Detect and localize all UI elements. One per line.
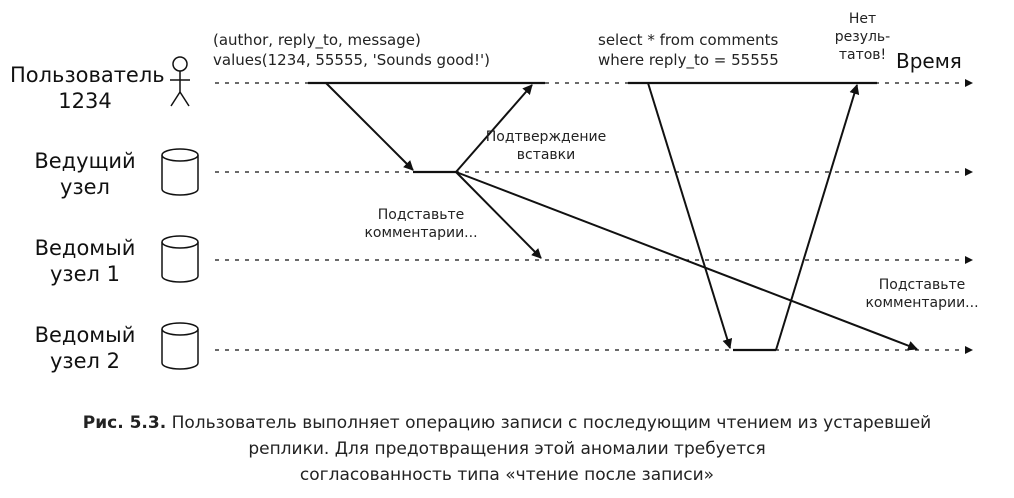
caption-label: Рис. 5.3. <box>82 413 167 433</box>
figure-caption: Рис. 5.3. Пользователь выполняет операци… <box>0 410 1014 488</box>
note-line: (author, reply_to, message) <box>213 31 421 49</box>
note-line: татов! <box>838 47 887 63</box>
sequence-diagram <box>161 56 973 370</box>
replicate-2-note: Подставьте комментарии... <box>862 276 982 312</box>
leader-database-icon <box>161 148 199 196</box>
note-line: where reply_to = 55555 <box>598 51 779 69</box>
lane-label-line: узел 2 <box>50 349 120 373</box>
caption-line-1: Рис. 5.3. Пользователь выполняет операци… <box>0 410 1014 436</box>
no-results-note: Нет резуль- татов! <box>820 10 905 64</box>
lane-label-follower-2: Ведомый узел 2 <box>30 322 140 374</box>
note-line: резуль- <box>834 29 891 45</box>
note-line: values(1234, 55555, 'Sounds good!') <box>213 51 490 69</box>
arrow-replicate-to-follower-2 <box>455 171 918 351</box>
follower-1-database-icon <box>161 235 199 283</box>
insert-ack-note: Подтверждение вставки <box>476 128 616 164</box>
lane-label-line: Пользователь <box>10 63 165 87</box>
lane-label-line: узел 1 <box>50 262 120 286</box>
arrow-replicate-to-follower-1 <box>455 171 542 259</box>
lane-label-line: Ведомый <box>34 236 136 260</box>
lane-label-line: 1234 <box>58 89 112 113</box>
follower-2-database-icon <box>161 322 199 370</box>
lane-label-line: узел <box>60 175 110 199</box>
user-stick-figure-icon <box>170 56 190 107</box>
lane-label-line: Ведомый <box>34 323 136 347</box>
note-line: Подтверждение <box>485 129 607 145</box>
note-line: Нет <box>848 11 877 27</box>
note-line: вставки <box>516 147 576 163</box>
caption-line-2: реплики. Для предотвращения этой аномали… <box>248 439 766 459</box>
time-axis-label: Время <box>896 49 962 73</box>
lane-label-user: Пользователь 1234 <box>10 62 165 114</box>
replicate-1-note: Подставьте комментарии... <box>360 206 482 242</box>
note-line: Подставьте <box>878 277 966 293</box>
arrow-read-to-follower-2 <box>647 82 733 349</box>
note-line: комментарии... <box>865 295 979 311</box>
note-line: select * from comments <box>598 31 779 49</box>
insert-sql-note: (author, reply_to, message) values(1234,… <box>213 30 490 70</box>
caption-line-3: согласованность типа «чтение после запис… <box>299 465 715 485</box>
caption-text: Пользователь выполняет операцию записи с… <box>166 413 932 433</box>
select-sql-note: select * from comments where reply_to = … <box>598 30 779 70</box>
arrow-ack-to-user <box>455 84 533 173</box>
note-line: Подставьте <box>377 207 465 223</box>
lane-label-line: Ведущий <box>34 149 136 173</box>
arrow-result-to-user <box>775 84 860 351</box>
note-line: комментарии... <box>364 225 478 241</box>
lane-label-follower-1: Ведомый узел 1 <box>30 235 140 287</box>
lane-label-leader: Ведущий узел <box>30 148 140 200</box>
arrow-insert-to-leader <box>325 82 414 171</box>
